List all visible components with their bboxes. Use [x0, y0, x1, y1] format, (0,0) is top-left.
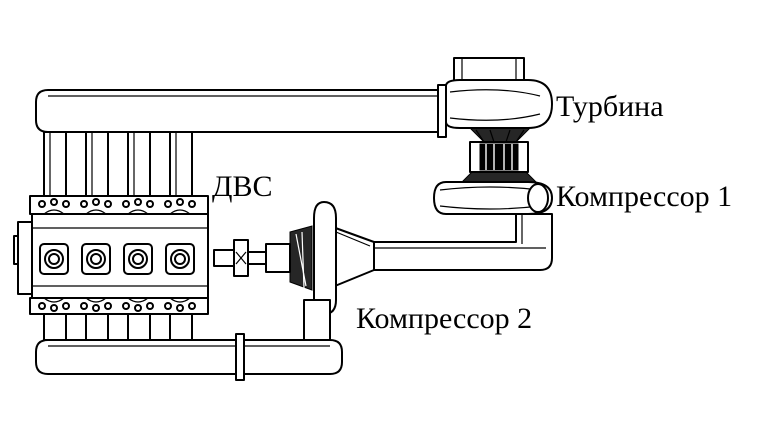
valve-bolt [146, 302, 154, 310]
intercooler-pipe [369, 213, 553, 271]
valve-bolt [104, 200, 112, 208]
valve-arc [169, 209, 191, 215]
valve-bolt [188, 200, 196, 208]
valve-bolt [164, 302, 172, 310]
valve-bolt [122, 302, 130, 310]
valve-bolt [50, 198, 58, 206]
valve-bolt [134, 198, 142, 206]
cylinder-piston [132, 253, 144, 265]
intake-pipe-bottom [35, 299, 343, 381]
cylinder-bore [86, 249, 106, 269]
turbo-shaft [469, 141, 529, 173]
valve-bolt [104, 302, 112, 310]
valve-bolt [92, 198, 100, 206]
valve-bolt [134, 304, 142, 312]
cylinder-bore [44, 249, 64, 269]
cylinder-piston [90, 253, 102, 265]
valve-bolt [80, 302, 88, 310]
valve-arc [169, 297, 191, 303]
turbine [445, 57, 553, 143]
valve-bolt [122, 200, 130, 208]
valve-arc [127, 297, 149, 303]
cylinder-bore [128, 249, 148, 269]
exhaust-pipe-top [35, 84, 447, 138]
compressor-2 [265, 201, 375, 315]
valve-bolt [50, 304, 58, 312]
valve-bolt [62, 200, 70, 208]
valve-arc [43, 297, 65, 303]
engine-label: ДВС [212, 170, 272, 203]
valve-arc [85, 297, 107, 303]
valve-bolt [146, 200, 154, 208]
valve-bolt [38, 200, 46, 208]
valve-bolt [164, 200, 172, 208]
valve-bolt [188, 302, 196, 310]
valve-bolt [80, 200, 88, 208]
valve-arc [43, 209, 65, 215]
turbine-label: Турбина [556, 90, 664, 123]
valve-bolt [176, 198, 184, 206]
valve-arc [85, 209, 107, 215]
cylinder-piston [48, 253, 60, 265]
compressor-1-label: Компрессор 1 [556, 180, 732, 213]
valve-bolt [62, 302, 70, 310]
valve-arc [127, 209, 149, 215]
exhaust-runners [43, 131, 193, 199]
drive-shaft [213, 239, 267, 277]
valve-bolt [176, 304, 184, 312]
compressor-2-label: Компрессор 2 [356, 302, 532, 335]
cylinder-piston [174, 253, 186, 265]
valve-bolt [38, 302, 46, 310]
compressor-1 [433, 171, 553, 215]
engine-block [13, 195, 209, 315]
valve-bolt [92, 304, 100, 312]
cylinder-bore [170, 249, 190, 269]
